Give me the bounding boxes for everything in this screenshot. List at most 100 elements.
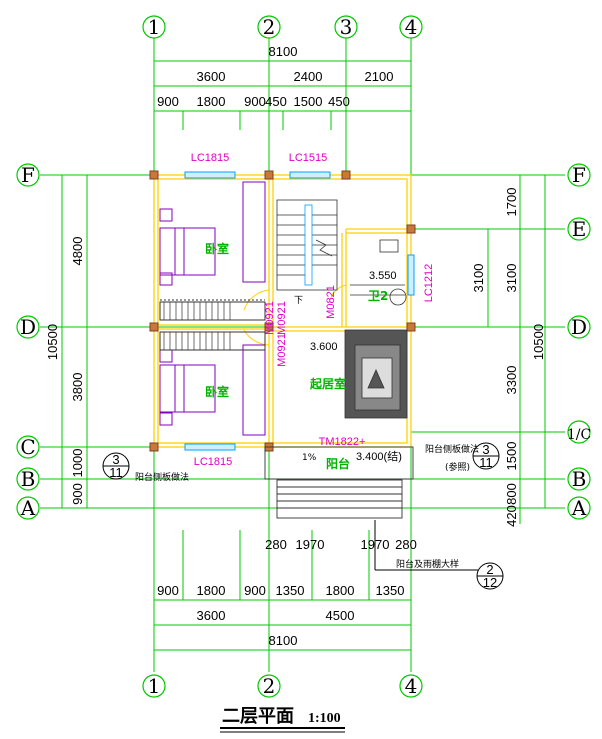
bedroom-1-furniture: [159, 181, 266, 321]
detail-ref-left: 3 11 阳台侧板做法: [102, 452, 189, 483]
door-label-m0821: M0821: [325, 285, 337, 319]
detail-right-extra: (参照): [445, 461, 470, 473]
axis-label-col-4: 4: [405, 15, 418, 39]
dim-bottom-900a: 900: [157, 583, 179, 598]
axis-label-row-C: C: [20, 435, 35, 459]
dim-right-3100: 3100: [504, 264, 519, 293]
title-scale: 1:100: [308, 711, 341, 726]
room-label-bedroom-1: 卧室: [205, 241, 229, 256]
dim-top-450b: 450: [328, 94, 350, 109]
sofa-set: [344, 329, 408, 419]
window-labels: LC1815 LC1515 LC1815 LC1212: [191, 152, 435, 468]
dim-top-1800: 1800: [197, 94, 226, 109]
drawing-title: 二层平面 1:100: [220, 706, 345, 733]
stair: [276, 199, 338, 291]
bathroom-fixtures: [350, 239, 407, 306]
dim-right-3300: 3300: [504, 366, 519, 395]
dim-top-1500: 1500: [294, 94, 323, 109]
title-text: 二层平面: [222, 706, 294, 727]
dim-top-450a: 450: [265, 94, 287, 109]
room-label-living: 起居室: [309, 376, 346, 391]
balcony-slope: 1%: [302, 453, 317, 463]
dim-right-1700: 1700: [504, 188, 519, 217]
dim-bottom-1350b: 1350: [376, 583, 405, 598]
axis-label-row-B: B: [21, 467, 36, 491]
dim-bottom-1350a: 1350: [276, 583, 305, 598]
top-dimension-text: 8100 3600 2400 2100 900 1800 900 450 150…: [157, 44, 393, 109]
windows: [184, 171, 415, 451]
axis-label-row-1C-right: 1/C: [567, 427, 591, 443]
dim-right-420: 420: [504, 505, 519, 527]
door-label-m0921-a: M0921: [276, 301, 288, 335]
right-dimension-lines: [487, 175, 546, 524]
dim-top-2400: 2400: [294, 69, 323, 84]
axis-labels: 1 2 3 4 1 2 4 F D C B A F E D 1/C B A: [20, 15, 591, 698]
axis-bubbles: [16, 15, 591, 698]
dim-top-2100: 2100: [365, 69, 394, 84]
window-label-lc1815-top: LC1815: [191, 152, 230, 164]
dim-top-900b: 900: [244, 94, 266, 109]
bedroom-2-furniture: [159, 331, 266, 436]
dim-top-overall: 8100: [269, 44, 298, 59]
dim-right-1500: 1500: [504, 442, 519, 471]
dim-left-3800: 3800: [70, 373, 85, 402]
door-label-tm1822: TM1822+: [319, 436, 366, 448]
level-living: 3.600: [310, 341, 338, 353]
axis-label-row-A: A: [20, 496, 36, 520]
axis-label-col-2: 2: [263, 15, 276, 39]
detail-right-sheet: 11: [479, 455, 493, 470]
detail-ref-right: 3 11 阳台侧板做法 (参照): [425, 442, 500, 473]
axis-label-row-A-right: A: [571, 496, 587, 520]
balcony: [264, 446, 414, 519]
axis-label-col-2-bottom: 2: [263, 674, 276, 698]
detail-left-note: 阳台侧板做法: [135, 471, 189, 483]
axis-label-row-B-right: B: [572, 467, 587, 491]
axis-label-col-4-bottom: 4: [405, 674, 418, 698]
bottom-dimension-lines: [154, 530, 411, 651]
axis-label-row-F-right: F: [572, 163, 586, 187]
dim-bottom-280a: 280: [265, 537, 287, 552]
dim-top-900a: 900: [157, 94, 179, 109]
stair-down-label: 下: [294, 296, 303, 306]
left-dimension-text: 10500 4800 3800 1000 900: [45, 237, 85, 505]
detail-right-num: 3: [482, 442, 489, 457]
dim-bottom-overall: 8100: [269, 633, 298, 648]
axis-label-col-1: 1: [148, 15, 161, 39]
dim-bottom-3600: 3600: [197, 608, 226, 623]
detail-left-sheet: 11: [109, 465, 123, 480]
window-label-lc1515: LC1515: [289, 152, 328, 164]
dim-left-4800: 4800: [70, 237, 85, 266]
dim-bottom-900b: 900: [244, 583, 266, 598]
axis-label-row-D-right: D: [571, 315, 587, 339]
axis-label-row-E-right: E: [572, 217, 587, 241]
dim-left-overall: 10500: [45, 324, 60, 360]
dim-right-inner-3100: 3100: [471, 264, 486, 293]
room-label-bathroom: 卫2: [368, 289, 388, 303]
top-dimension-lines: [154, 60, 411, 130]
level-bath: 3.550: [369, 270, 397, 282]
dim-left-900: 900: [70, 483, 85, 505]
detail-right-note: 阳台侧板做法: [425, 443, 479, 455]
right-dimension-text: 10500 1700 3100 3300 1500 800 420 3100: [471, 188, 546, 527]
axis-label-row-F: F: [21, 163, 35, 187]
left-dimension-lines: [61, 175, 88, 508]
detail-bottom-sheet: 12: [483, 575, 497, 590]
detail-bottom-num: 2: [486, 562, 493, 577]
door-label-m0921-c: M0921: [276, 333, 288, 367]
bottom-dimension-text: 280 1970 1970 280 900 1800 900 1350 1800…: [157, 537, 417, 648]
window-label-lc1815-bottom: LC1815: [194, 456, 233, 468]
dim-bottom-1970a: 1970: [296, 537, 325, 552]
axis-label-row-D: D: [20, 315, 36, 339]
level-balcony: 3.400(结): [356, 450, 402, 463]
dim-bottom-1800b: 1800: [326, 583, 355, 598]
dim-bottom-1800a: 1800: [197, 583, 226, 598]
detail-bottom-note: 阳台及雨棚大样: [396, 558, 459, 570]
wardrobe-hatching: [163, 302, 231, 350]
dim-bottom-4500: 4500: [326, 608, 355, 623]
door-labels: M0921 M0921 M0821 M0921 TM1822+: [264, 285, 365, 448]
window-label-lc1212: LC1212: [423, 264, 435, 303]
dim-right-800: 800: [504, 483, 519, 505]
dim-bottom-280b: 280: [395, 537, 417, 552]
